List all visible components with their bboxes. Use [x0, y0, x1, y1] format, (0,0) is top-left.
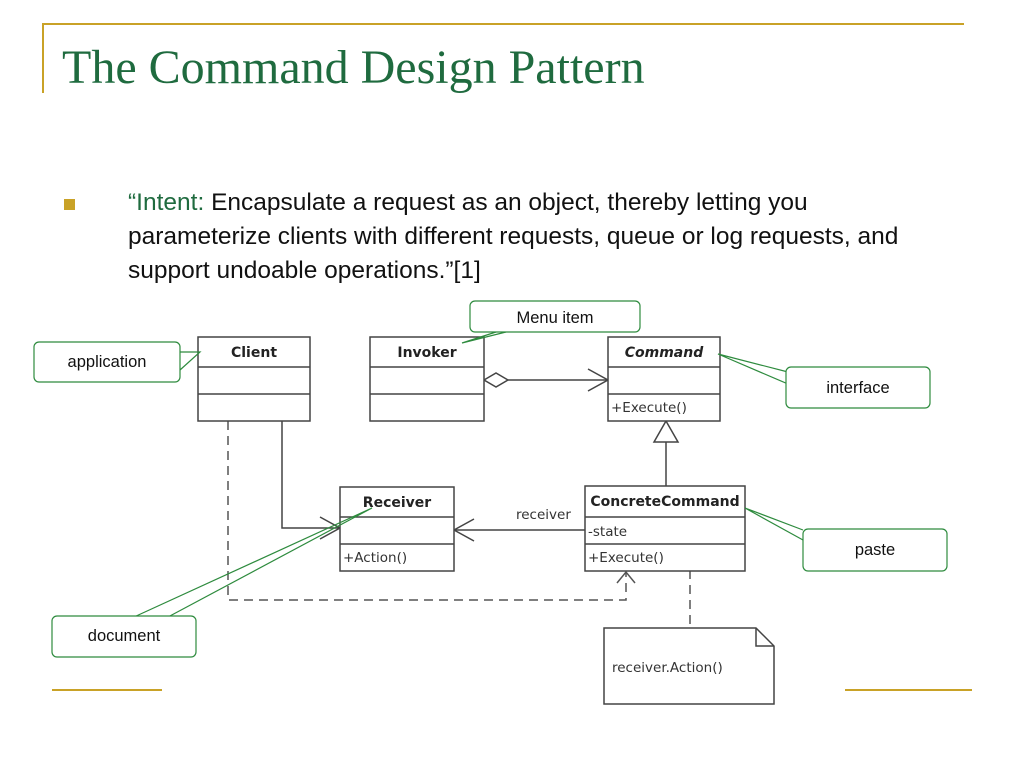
- callout-pointer-menu-item: [461, 331, 507, 344]
- bullet-square: [64, 199, 75, 210]
- intent-text: Encapsulate a request as an object, ther…: [128, 189, 899, 284]
- callout-pointer-interface: [717, 353, 789, 385]
- class-client-name: Client: [231, 345, 277, 361]
- class-receiver: Receiver +Action(): [339, 486, 455, 572]
- callout-menu-item: Menu item: [469, 300, 641, 333]
- callout-application: application: [33, 341, 181, 383]
- frame-top-line: [42, 23, 964, 25]
- note-text: receiver.Action(): [612, 660, 723, 676]
- class-client: Client: [197, 336, 311, 422]
- class-command-name: Command: [625, 345, 704, 361]
- slide-title: The Command Design Pattern: [62, 41, 645, 94]
- callout-paste: paste: [802, 528, 948, 572]
- callout-document-text: document: [88, 627, 161, 645]
- callout-paste-text: paste: [855, 541, 895, 559]
- callout-pointer-document: [133, 507, 373, 618]
- dependency-arrowhead: [616, 570, 636, 584]
- frame-left-line: [42, 23, 44, 93]
- class-concrete-command: ConcreteCommand -state +Execute(): [584, 485, 746, 572]
- note-receiver-action: receiver.Action(): [603, 627, 775, 705]
- class-concrete-command-name: ConcreteCommand: [590, 494, 739, 510]
- class-receiver-name: Receiver: [363, 495, 431, 511]
- intent-label: “Intent:: [128, 189, 212, 216]
- callout-menu-item-text: Menu item: [516, 309, 593, 327]
- class-invoker-name: Invoker: [397, 345, 456, 361]
- association-label-receiver: receiver: [516, 507, 571, 523]
- callout-pointer-application: [179, 351, 202, 371]
- callout-interface: interface: [785, 366, 931, 409]
- callout-document: document: [51, 615, 197, 658]
- intent-bullet: “Intent: Encapsulate a request as an obj…: [128, 186, 928, 288]
- footer-line-right: [845, 689, 972, 691]
- generalization-triangle: [652, 419, 680, 443]
- footer-line-left: [52, 689, 162, 691]
- class-concrete-command-op: +Execute(): [588, 550, 664, 566]
- client-concrete-dependency: [227, 421, 627, 601]
- class-invoker: Invoker: [369, 336, 485, 422]
- callout-application-text: application: [68, 353, 147, 371]
- callout-pointer-paste: [744, 507, 804, 541]
- class-receiver-op: +Action(): [343, 550, 407, 566]
- class-concrete-command-attr: -state: [588, 524, 627, 540]
- class-command-op: +Execute(): [611, 400, 687, 416]
- client-receiver-association: [281, 421, 340, 529]
- class-command: Command +Execute(): [607, 336, 721, 422]
- aggregation-diamond: [482, 372, 510, 388]
- callout-interface-text: interface: [826, 379, 889, 397]
